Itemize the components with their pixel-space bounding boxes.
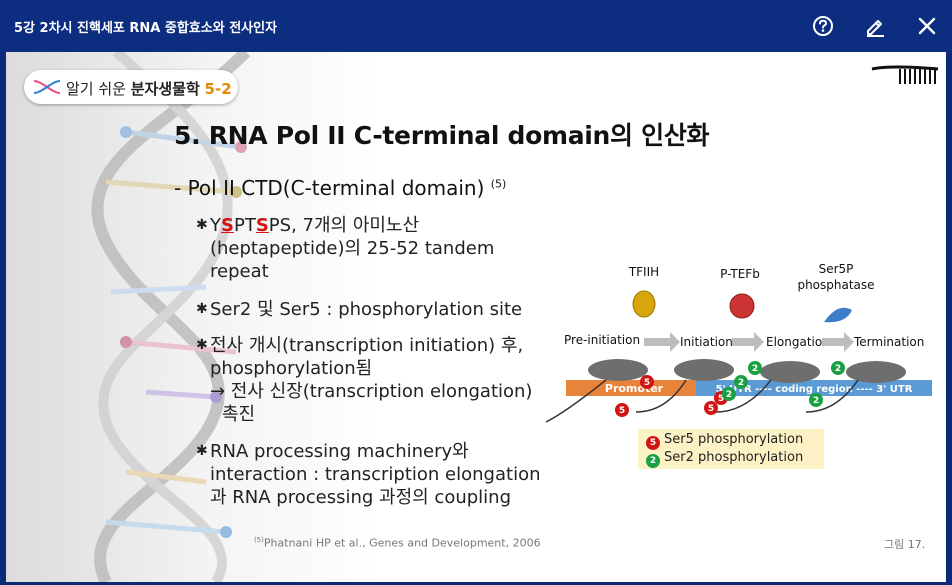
ctd-tail — [635, 379, 687, 413]
ptefb-protein — [729, 293, 755, 319]
badge-text: 알기 쉬운 분자생물학 5-2 — [66, 78, 232, 99]
ser5-marker-label: 5 — [708, 404, 714, 414]
arrow-icon — [732, 332, 764, 352]
dna-helix-illustration — [91, 52, 251, 582]
subtitle-text: - Pol II CTD(C-terminal domain) — [174, 176, 485, 200]
bullet-line: 전사 개시(transcription initiation) 후, — [210, 335, 524, 356]
stage-initiation: Initiation — [680, 335, 733, 349]
figure-label: 그림 17. — [884, 538, 926, 551]
legend-ser5: 5 Ser5 phosphorylation — [646, 432, 804, 450]
help-button[interactable] — [808, 11, 838, 41]
close-button[interactable] — [912, 11, 942, 41]
ctd-tail — [546, 379, 607, 423]
pol-ii-preinitiation — [588, 359, 648, 381]
subtitle-reference: (5) — [490, 177, 507, 191]
ser2-marker — [809, 393, 823, 407]
slide-title: 5. RNA Pol II C-terminal domain의 인산화 — [174, 121, 710, 150]
question-circle-icon — [813, 16, 833, 36]
gene-bar — [696, 380, 932, 396]
dna-logo-icon — [33, 80, 61, 94]
stage-preinitiation: Pre-initiation — [564, 333, 640, 347]
factor-phosphatase-label: phosphatase — [797, 278, 874, 292]
seq-part-ser2: S — [221, 215, 234, 236]
bullet-marker-icon: ✱ — [196, 443, 208, 459]
bullet-line: 촉진 — [222, 404, 256, 425]
ctd-tail — [715, 379, 772, 413]
bullet-marker-icon: ✱ — [196, 217, 208, 233]
bullet-line: YSPTSPS, 7개의 아미노산 — [210, 214, 494, 237]
arrow-icon — [644, 332, 680, 352]
factor-ptefb-label: P-TEFb — [720, 267, 760, 281]
window-title: 5강 2차시 진핵세포 RNA 중합효소와 전사인자 — [14, 21, 278, 36]
ser5-marker-label: 5 — [644, 378, 650, 388]
bullet-line: phosphorylation됨 — [210, 358, 373, 379]
ser5-marker — [704, 401, 718, 415]
ser2-marker-label: 2 — [813, 396, 819, 406]
seq-part: PS, 7개의 아미노산 — [268, 215, 420, 236]
bullet-line: Ser2 및 Ser5 : phosphorylation site — [210, 299, 523, 320]
ser2-marker — [831, 361, 845, 375]
bullet-line: RNA processing machinery와 — [210, 441, 469, 462]
pol-ii-termination — [846, 361, 906, 383]
ctd-tail — [805, 379, 859, 413]
bullet-marker-icon: ✱ — [196, 301, 208, 317]
phosphatase-protein — [824, 307, 852, 323]
promoter-bar — [566, 380, 696, 396]
legend-ser5-dot: 5 — [646, 436, 660, 450]
bullet-line: 과 RNA processing 과정의 coupling — [210, 487, 511, 508]
ser5-marker — [640, 375, 654, 389]
citation-text: Phatnani HP et al., Genes and Developmen… — [263, 536, 541, 550]
diagram-legend: 5 Ser5 phosphorylation 2 Ser2 phosphorylat… — [638, 429, 824, 469]
bullet-line: (heptapeptide)의 25-52 tandem — [210, 238, 495, 259]
stage-termination: Termination — [853, 335, 924, 349]
arrow-icon — [822, 332, 854, 352]
bullet-line: → 전사 신장(transcription elongation) — [210, 381, 533, 402]
badge-course-name: 분자생물학 — [130, 80, 200, 98]
ser2-marker — [722, 387, 736, 401]
title-bar: 5강 2차시 진핵세포 RNA 중합효소와 전사인자 — [0, 0, 952, 52]
subtitle: - Pol II CTD(C-terminal domain) (5) — [174, 176, 506, 200]
slide: 알기 쉬운 분자생물학 5-2 5. RNA Pol II C-terminal… — [6, 52, 946, 582]
pencil-icon — [867, 20, 884, 37]
bullet-line: repeat — [210, 261, 269, 282]
legend-ser5-label: Ser5 phosphorylation — [664, 432, 804, 447]
citation: (5)Phatnani HP et al., Genes and Develop… — [254, 536, 541, 550]
factor-tfiih-label: TFIIH — [628, 265, 659, 279]
ser2-marker — [734, 375, 748, 389]
close-icon — [918, 17, 936, 35]
ctd-phosphorylation-diagram: TFIIH P-TEFb Ser5P phosphatase Pre-initi… — [546, 262, 932, 423]
pol-ii-elongation — [760, 361, 820, 383]
factor-ser5p-label: Ser5P — [819, 262, 854, 276]
legend-ser2: 2 Ser2 phosphorylation — [646, 450, 804, 468]
seq-part: Y — [210, 215, 221, 236]
tfiih-protein — [632, 290, 656, 318]
legend-ser2-dot: 2 — [646, 454, 660, 468]
ser5-marker-label: 5 — [619, 406, 625, 416]
seq-part: PT — [233, 215, 256, 236]
ser5-marker-label: 5 — [718, 394, 724, 404]
ser2-marker-label: 2 — [752, 364, 758, 374]
gene-region-label: 5' UTR ---- coding region ---- 3' UTR — [716, 384, 913, 395]
ser5-marker — [615, 403, 629, 417]
stage-elongation: Elongation — [766, 335, 830, 349]
bullet-line: interaction : transcription elongation — [210, 464, 541, 485]
course-badge: 알기 쉬운 분자생물학 5-2 — [24, 70, 238, 104]
ser2-marker — [748, 361, 762, 375]
ser2-marker-label: 2 — [726, 390, 732, 400]
pol-ii-initiation — [674, 359, 734, 381]
citation-reference: (5) — [254, 536, 264, 544]
seq-part-ser5: S — [255, 215, 269, 236]
brand-logo — [871, 65, 939, 84]
ser2-marker-label: 2 — [738, 378, 744, 388]
badge-number: 5-2 — [204, 80, 232, 98]
legend-ser2-label: Ser2 phosphorylation — [664, 450, 804, 465]
bullet-marker-icon: ✱ — [196, 337, 208, 353]
badge-prefix: 알기 쉬운 — [66, 80, 131, 98]
ser2-marker-label: 2 — [835, 364, 841, 374]
promoter-label: Promoter — [605, 382, 664, 395]
edit-button[interactable] — [860, 11, 890, 41]
